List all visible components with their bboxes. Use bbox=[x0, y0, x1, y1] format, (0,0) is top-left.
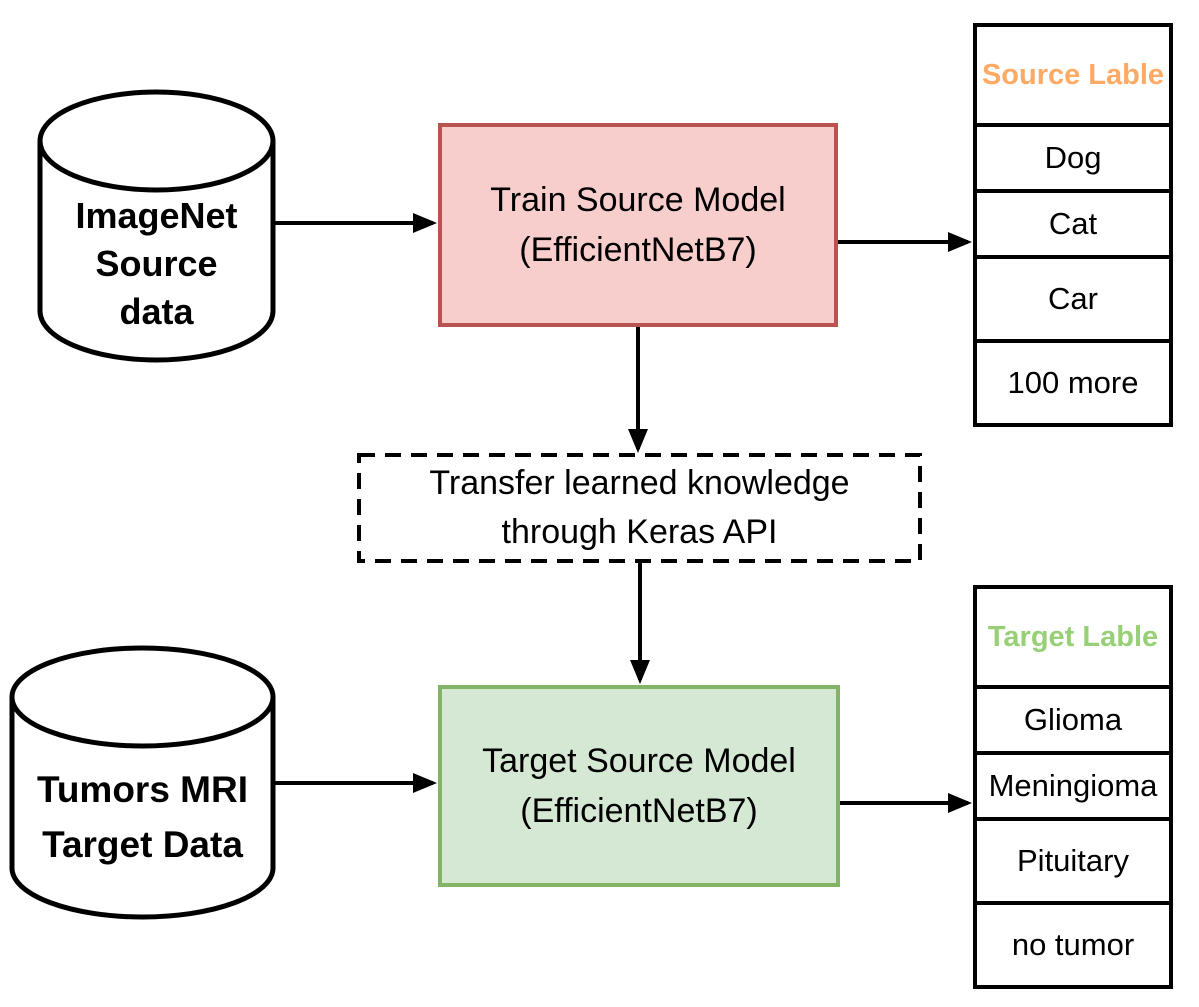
source-datastore-label: ImageNet Source data bbox=[40, 192, 273, 336]
train-source-model-line2: (EfficientNetB7) bbox=[519, 231, 757, 269]
target-source-model-line2: (EfficientNetB7) bbox=[520, 792, 758, 830]
target-label-row-pituitary: Pituitary bbox=[973, 817, 1173, 905]
target-label-row-glioma: Glioma bbox=[973, 685, 1173, 755]
source-label-row-dog: Dog bbox=[973, 123, 1173, 193]
source-label-row-100-more: 100 more bbox=[973, 339, 1173, 427]
source-label-row-car: Car bbox=[973, 255, 1173, 343]
target-source-model-box: Target Source Model (EfficientNetB7) bbox=[438, 685, 840, 887]
source-label-table-header: Source Lable bbox=[973, 23, 1173, 127]
target-datastore-cylinder bbox=[9, 645, 276, 920]
train-source-model-box: Train Source Model (EfficientNetB7) bbox=[438, 123, 838, 327]
target-label-row-meningioma: Meningioma bbox=[973, 751, 1173, 821]
source-datastore-line3: data bbox=[119, 291, 194, 332]
source-datastore-cylinder bbox=[37, 89, 276, 363]
source-datastore-line1: ImageNet bbox=[75, 195, 238, 236]
transfer-knowledge-line1: Transfer learned knowledge bbox=[429, 464, 850, 502]
target-source-model-line1: Target Source Model bbox=[482, 742, 796, 780]
target-label-row-no-tumor: no tumor bbox=[973, 901, 1173, 989]
train-source-model-line1: Train Source Model bbox=[490, 181, 786, 219]
transfer-knowledge-box: Transfer learned knowledge through Keras… bbox=[357, 453, 922, 563]
transfer-knowledge-line2: through Keras API bbox=[501, 513, 778, 551]
source-label-table: Source Lable Dog Cat Car 100 more bbox=[973, 23, 1173, 427]
target-datastore-line2: Target Data bbox=[42, 824, 243, 865]
target-label-table: Target Lable Glioma Meningioma Pituitary… bbox=[973, 585, 1173, 989]
target-label-table-header: Target Lable bbox=[973, 585, 1173, 689]
target-datastore-label: Tumors MRI Target Data bbox=[12, 762, 273, 872]
source-label-row-cat: Cat bbox=[973, 189, 1173, 259]
transfer-knowledge-box-border bbox=[357, 453, 922, 563]
target-datastore-line1: Tumors MRI bbox=[36, 769, 249, 810]
source-datastore-line2: Source bbox=[95, 243, 218, 284]
